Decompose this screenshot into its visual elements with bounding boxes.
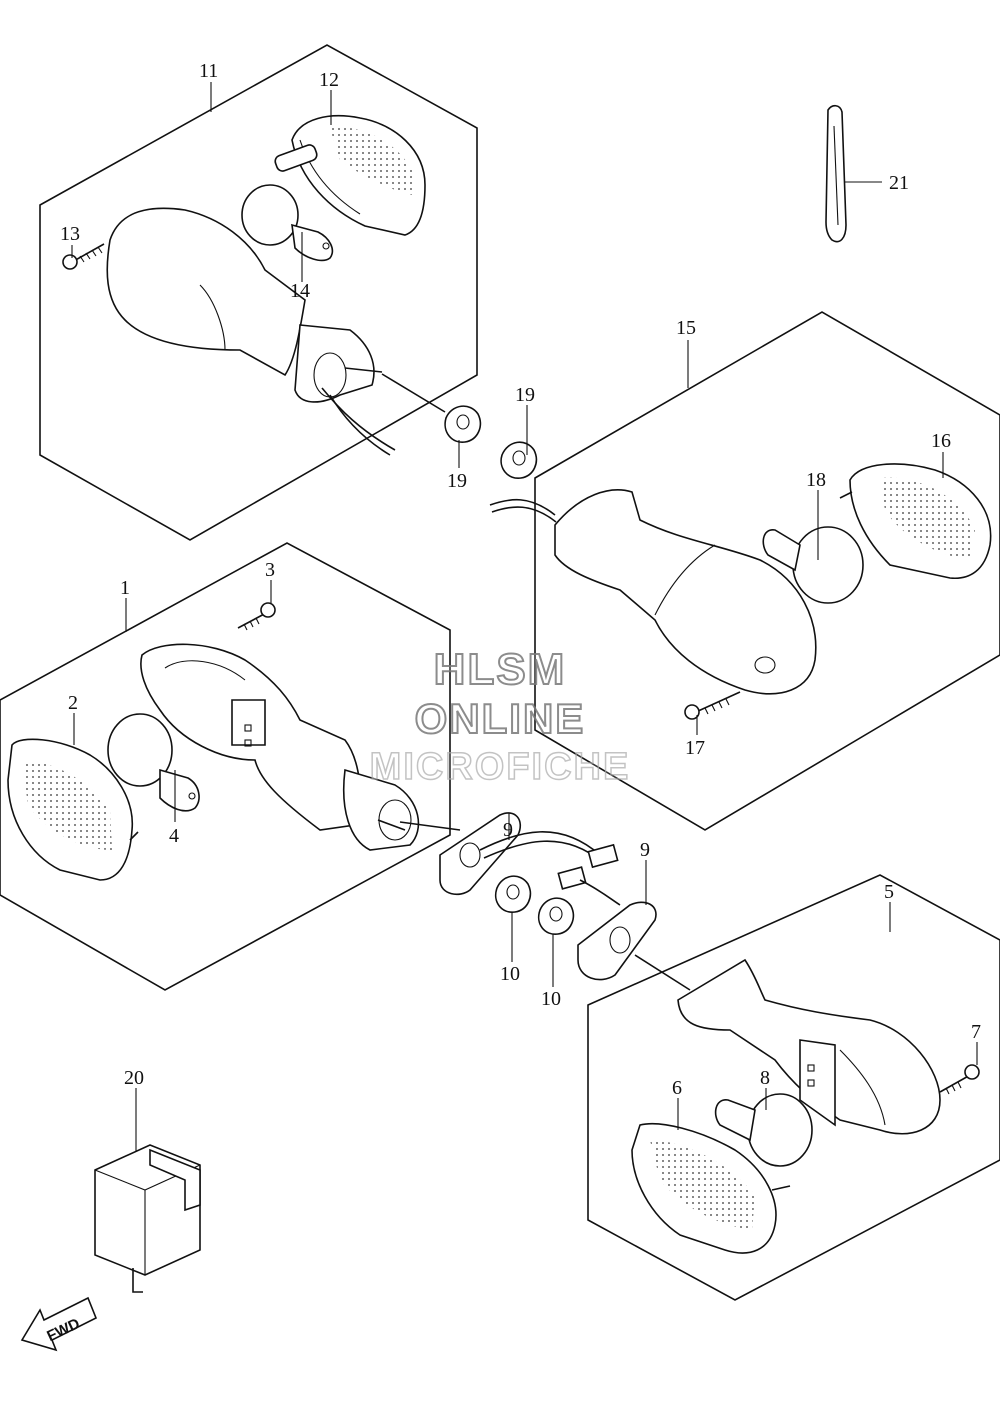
label-1: 1 xyxy=(120,577,130,599)
part-4-bulb[interactable] xyxy=(107,713,200,812)
label-10-left: 10 xyxy=(500,963,520,985)
part-6-lens[interactable] xyxy=(631,1122,791,1254)
part-19-nut-left[interactable] xyxy=(444,405,482,443)
label-2: 2 xyxy=(68,692,78,714)
part-16-lens[interactable] xyxy=(839,463,992,579)
part-20-relay[interactable] xyxy=(94,1144,201,1293)
label-5: 5 xyxy=(884,881,894,903)
assembly-box-5 xyxy=(587,874,1000,1301)
part-15-housing[interactable] xyxy=(489,489,817,695)
part-19-nut-right[interactable] xyxy=(500,441,538,479)
watermark-line-3: MICROFICHE xyxy=(369,745,631,789)
label-10-right: 10 xyxy=(541,988,561,1010)
assembly-box-1 xyxy=(0,542,451,991)
part-13-screw[interactable] xyxy=(62,243,105,270)
part-3-screw[interactable] xyxy=(237,602,276,631)
watermark-line-1: HLSM xyxy=(433,644,567,695)
part-2-lens[interactable] xyxy=(7,738,139,881)
label-17: 17 xyxy=(685,737,705,759)
label-6: 6 xyxy=(672,1077,682,1099)
fwd-arrow-icon: FWD xyxy=(20,1296,98,1352)
label-20: 20 xyxy=(124,1067,144,1089)
part-8-bulb[interactable] xyxy=(714,1093,813,1167)
part-10-nut-left[interactable] xyxy=(495,875,532,913)
part-14-bulb[interactable] xyxy=(241,184,334,262)
label-18: 18 xyxy=(806,469,826,491)
label-3: 3 xyxy=(265,559,275,581)
part-number-labels: 11 12 13 14 19 19 15 16 18 17 21 1 3 2 4… xyxy=(60,60,981,1099)
label-19-right: 19 xyxy=(515,384,535,406)
part-18-bulb[interactable] xyxy=(762,526,864,604)
label-9-left: 9 xyxy=(503,819,513,841)
label-13: 13 xyxy=(60,223,80,245)
part-7-screw[interactable] xyxy=(939,1064,980,1095)
part-21-strap[interactable] xyxy=(825,104,847,243)
label-7: 7 xyxy=(971,1021,981,1043)
label-9-right: 9 xyxy=(640,839,650,861)
label-8: 8 xyxy=(760,1067,770,1089)
label-16: 16 xyxy=(931,430,951,452)
label-19-left: 19 xyxy=(447,470,467,492)
watermark-line-2: ONLINE xyxy=(414,694,586,743)
part-11-housing[interactable] xyxy=(106,207,446,456)
part-1-housing[interactable] xyxy=(140,643,461,851)
label-15: 15 xyxy=(676,317,696,339)
label-11: 11 xyxy=(199,60,218,82)
label-21: 21 xyxy=(889,172,909,194)
part-17-screw[interactable] xyxy=(684,691,741,720)
label-12: 12 xyxy=(319,69,339,91)
assembly-box-15 xyxy=(534,311,1000,831)
label-14: 14 xyxy=(290,280,310,302)
leader-lines xyxy=(71,82,978,1152)
part-12-lens[interactable] xyxy=(274,115,426,236)
label-4: 4 xyxy=(169,825,179,847)
assembly-box-11 xyxy=(39,44,478,541)
wire-connector[interactable] xyxy=(479,831,621,906)
part-10-nut-right[interactable] xyxy=(538,897,575,935)
part-9-gasket-right[interactable] xyxy=(577,901,657,981)
part-5-housing[interactable] xyxy=(634,954,941,1135)
